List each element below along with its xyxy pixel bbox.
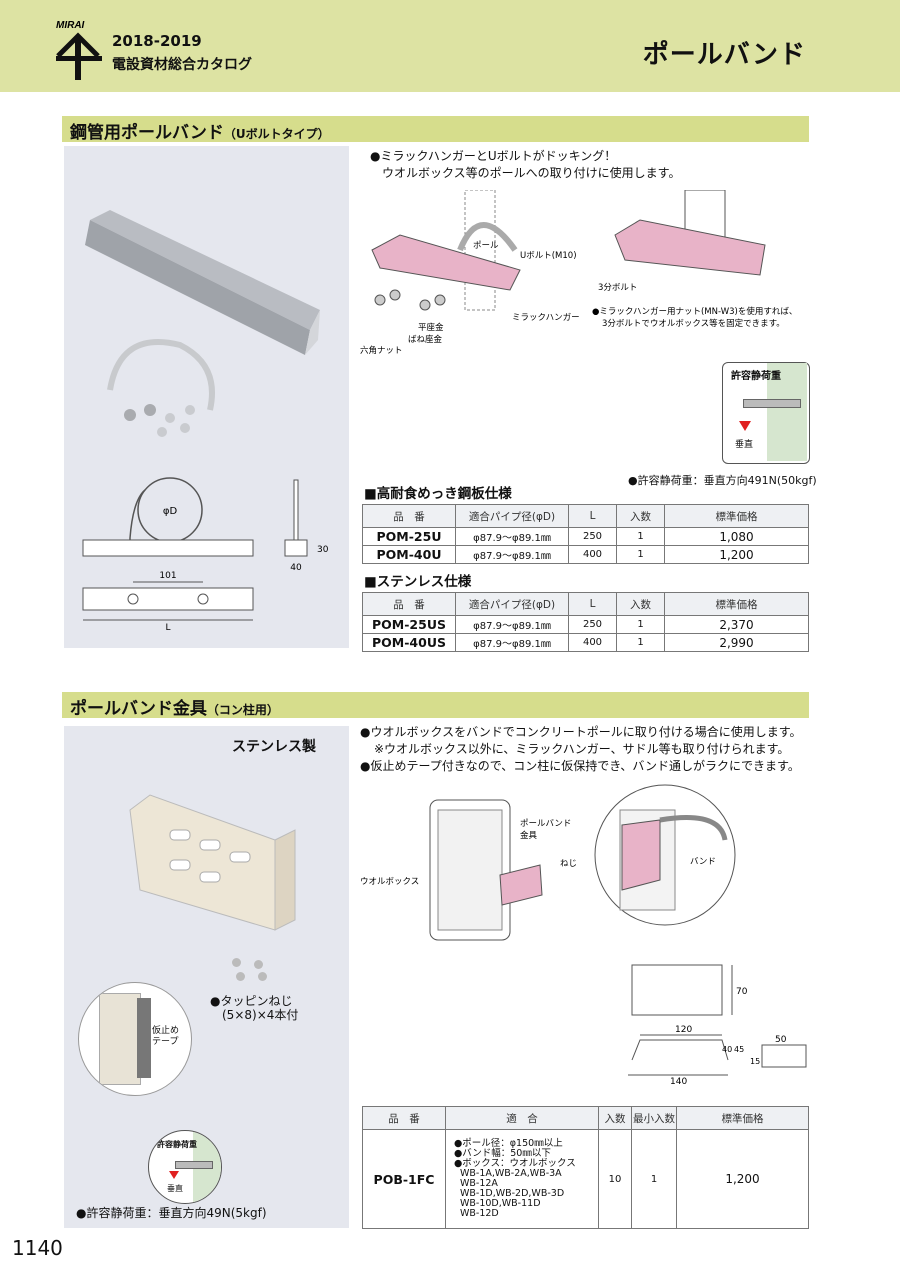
svg-text:140: 140 [670, 1077, 687, 1087]
svg-text:101: 101 [159, 571, 176, 581]
svg-text:3分ボルト: 3分ボルト [598, 283, 637, 293]
svg-text:Uボルト(M10): Uボルト(M10) [520, 251, 577, 261]
svg-text:ミラックハンガー: ミラックハンガー [512, 312, 580, 323]
table-row: POB-1FC ●ポール径：φ150㎜以上 ●バンド幅：50㎜以下 ●ボックス：… [362, 1129, 809, 1229]
tape-label: 仮止め テープ [152, 1026, 180, 1047]
svg-text:45: 45 [734, 1045, 744, 1054]
allowable-load-icon: 許容静荷重 垂直 [722, 362, 810, 464]
mirai-logo: MIRAI [56, 20, 102, 80]
svg-text:30: 30 [317, 545, 329, 555]
svg-text:六角ナット: 六角ナット [360, 345, 403, 356]
tape-closeup [78, 982, 192, 1096]
spec3-table: 品 番適 合入数最小入数標準価格 POB-1FC ●ポール径：φ150㎜以上 ●… [362, 1106, 809, 1229]
hanger-photo [85, 210, 320, 437]
install-diagram: ウオルボックス ポールバンド 金具 ねじ バンド [360, 784, 736, 941]
svg-text:40: 40 [290, 563, 302, 573]
page-number: 1140 [12, 1236, 63, 1260]
svg-text:MIRAI: MIRAI [56, 20, 85, 31]
svg-text:ポール: ポール [473, 241, 499, 251]
spec1-title: ■高耐食めっき鋼板仕様 [364, 486, 512, 502]
section1-bar [62, 116, 809, 142]
svg-text:3分ボルトでウオルボックス等を固定できます。: 3分ボルトでウオルボックス等を固定できます。 [602, 318, 785, 329]
bracket-dimension-drawing: 70 120 40 45 140 50 15 [628, 964, 807, 1087]
section2-bar [62, 692, 809, 718]
bracket-photo [129, 794, 296, 931]
section2-notes: ●ウオルボックスをバンドでコンクリートポールに取り付ける場合に使用します。 ※ウ… [360, 725, 802, 773]
svg-text:ばね座金: ばね座金 [408, 334, 443, 345]
section1-notes: ●ミラックハンガーとUボルトがドッキング！ ウオルボックス等のポールへの取り付け… [370, 149, 681, 180]
svg-text:50: 50 [775, 1035, 787, 1045]
screws-photo [232, 958, 272, 982]
svg-text:ウオルボックス: ウオルボックス [360, 877, 419, 887]
allowable-load-icon-2: 許容静荷重 垂直 [148, 1130, 222, 1204]
svg-text:ねじ: ねじ [560, 859, 577, 869]
section2-load-note: ●許容静荷重：垂直方向49N(5kgf) [76, 1206, 267, 1220]
section1-title: 鋼管用ポールバンド（Uボルトタイプ） [70, 123, 330, 143]
section2-title: ポールバンド金具（コン柱用） [70, 699, 279, 719]
down-arrow-icon [739, 421, 751, 431]
svg-text:ポールバンド: ポールバンド [520, 819, 571, 829]
svg-text:●ミラックハンガー用ナット(MN-W3)を使用すれば、: ●ミラックハンガー用ナット(MN-W3)を使用すれば、 [592, 306, 797, 317]
page-title: ポールバンド [642, 40, 806, 70]
hanger-dimension-drawing: φD 40 30 101 L [82, 477, 329, 633]
svg-text:40: 40 [722, 1045, 732, 1054]
catalog-name: 電設資材総合カタログ [112, 57, 252, 73]
screw-note: ●タッピンねじ (5×8)×4本付 [210, 994, 299, 1022]
svg-text:15: 15 [750, 1057, 760, 1066]
material-label: ステンレス製 [232, 739, 316, 755]
down-arrow-icon [169, 1171, 179, 1179]
svg-text:70: 70 [736, 987, 748, 997]
svg-text:平座金: 平座金 [418, 322, 444, 333]
spec2-title: ■ステンレス仕様 [364, 574, 472, 590]
svg-text:120: 120 [675, 1025, 692, 1035]
catalog-year: 2018-2019 [112, 32, 202, 50]
svg-text:L: L [165, 623, 170, 633]
page-header [0, 0, 900, 92]
svg-text:金具: 金具 [520, 830, 538, 841]
assembly-diagram: ポール Uボルト(M10) ミラックハンガー 平座金 ばね座金 六角ナット 3分… [360, 190, 797, 356]
svg-text:バンド: バンド [690, 857, 716, 867]
svg-text:φD: φD [163, 506, 178, 517]
section1-load-note: ●許容静荷重：垂直方向491N(50kgf) [628, 474, 817, 487]
